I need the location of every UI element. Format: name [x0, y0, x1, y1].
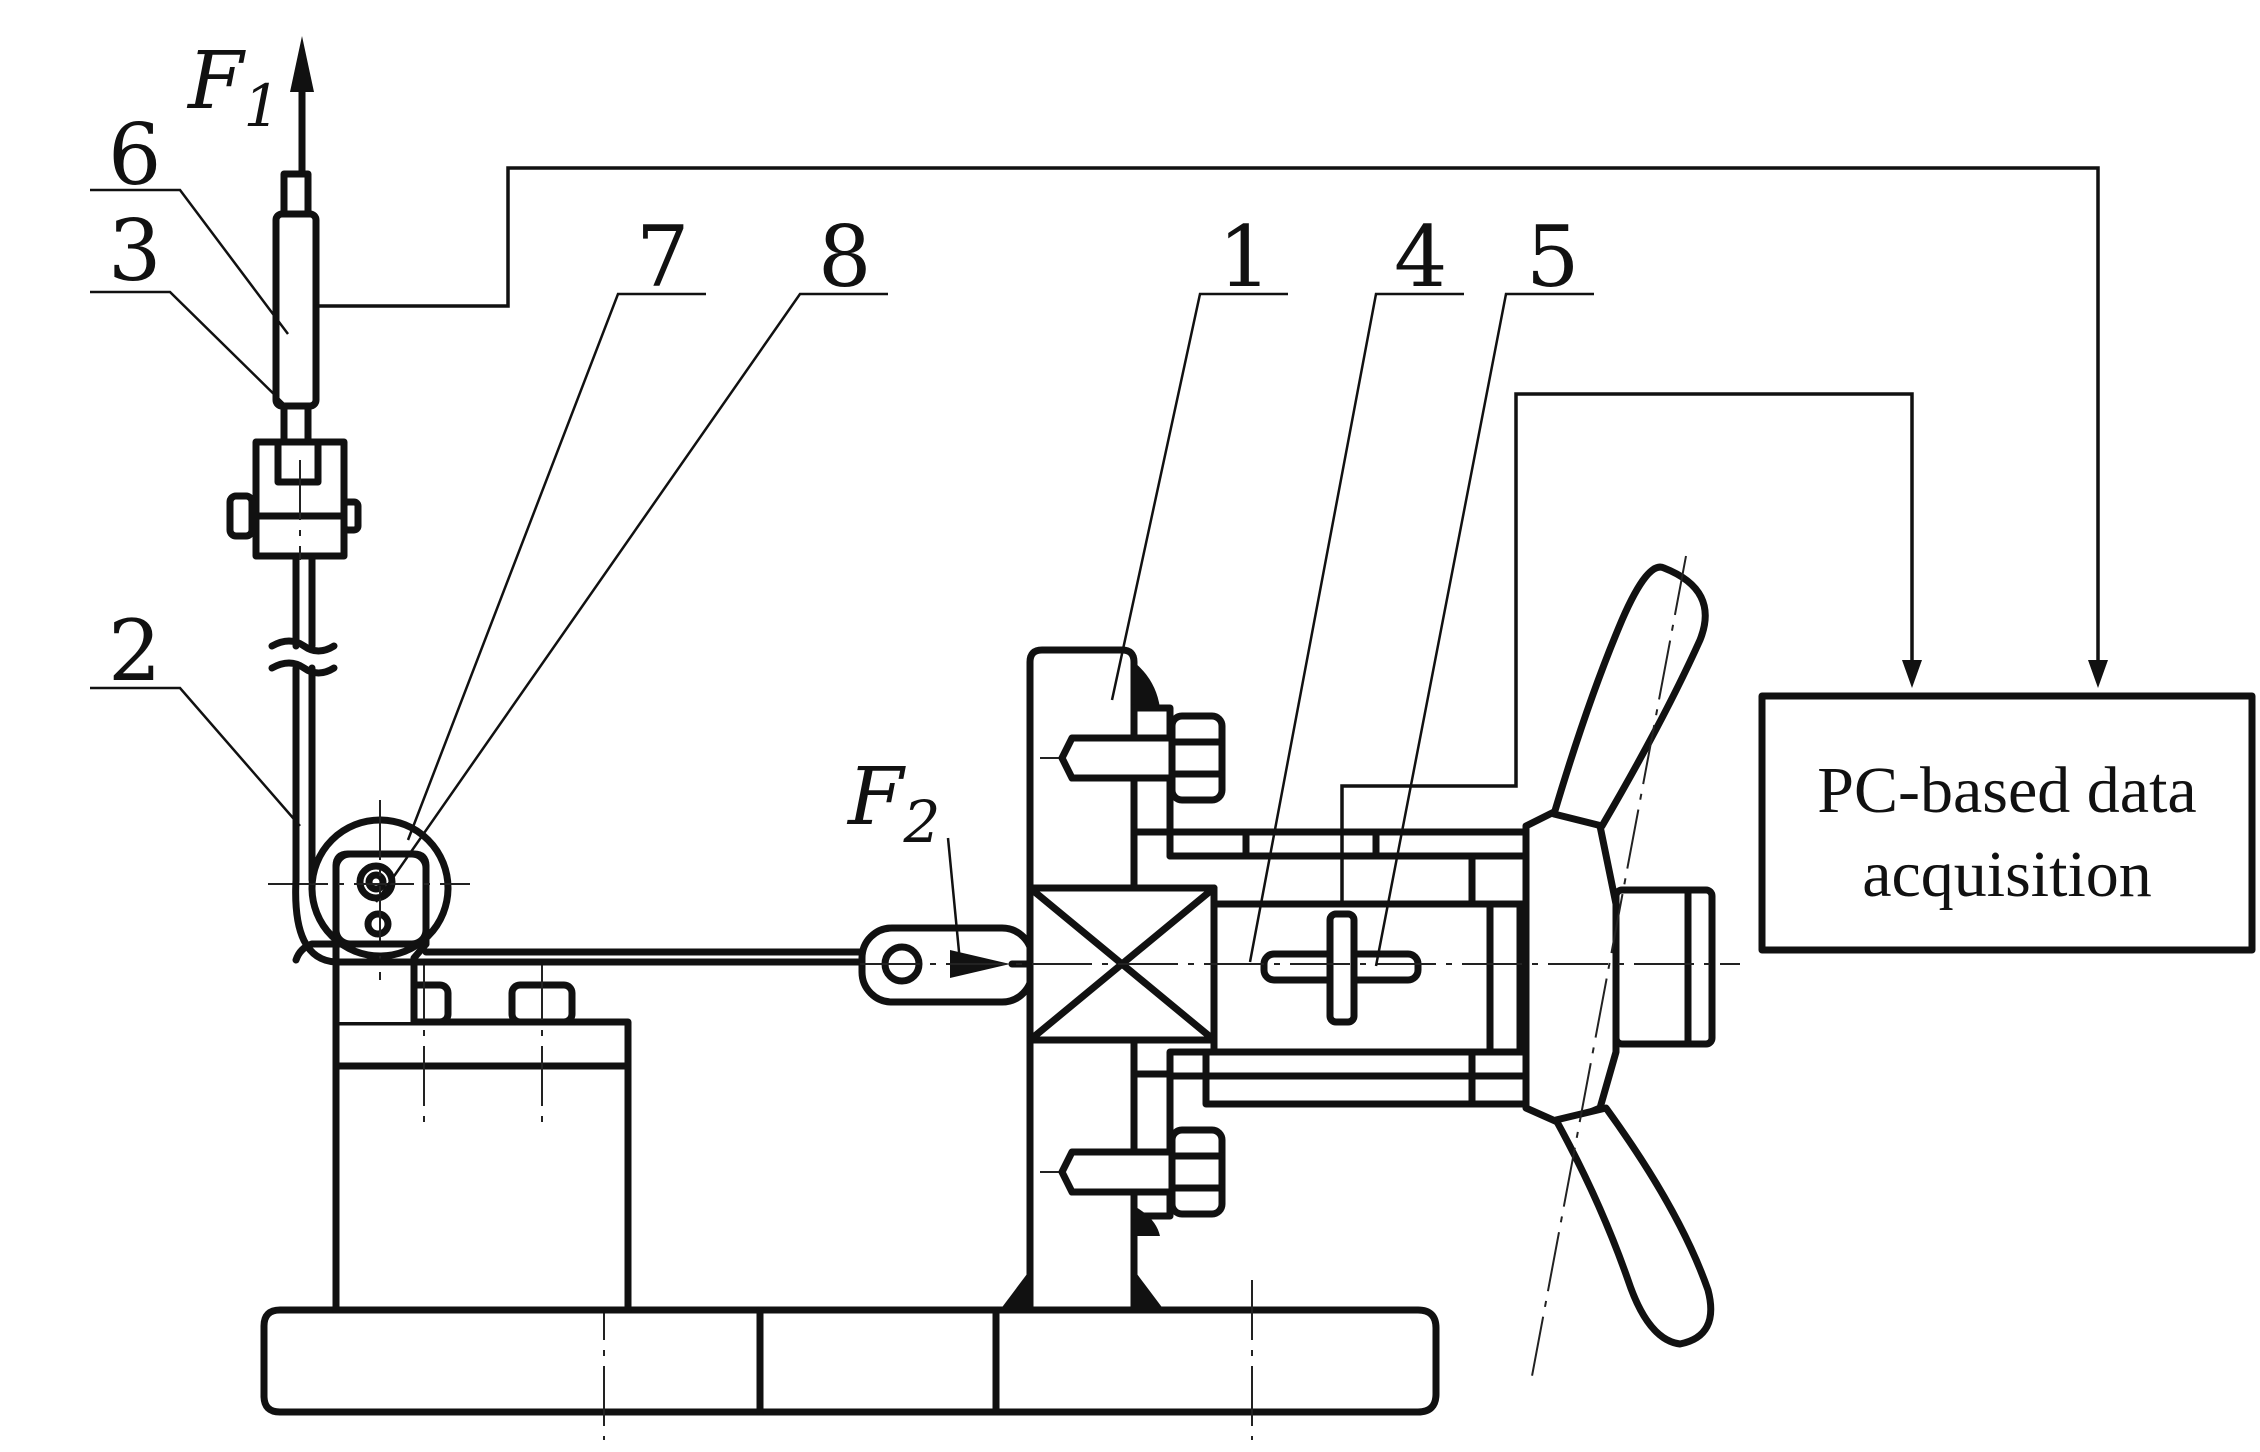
- force-f1-label: F1: [186, 34, 280, 140]
- label-4: 4: [1394, 208, 1447, 306]
- part-labels: 6 3 2 7 8 1 4 5: [108, 106, 1579, 700]
- label-2: 2: [108, 602, 161, 700]
- label-3: 3: [108, 202, 161, 300]
- tension-rod: [858, 837, 1036, 1006]
- left-support-block: [332, 960, 632, 1314]
- svg-text:F1: F1: [186, 34, 280, 140]
- svg-text:F2: F2: [846, 750, 940, 856]
- hand-wheel: [1522, 563, 1716, 1348]
- mounting-bolts: [1058, 712, 1226, 1218]
- label-8: 8: [818, 208, 871, 306]
- force-sensor-top: [272, 36, 320, 446]
- force-f2-label: F2: [846, 750, 940, 856]
- pc-box-line1: PC-based data: [1817, 754, 2196, 827]
- label-6: 6: [108, 106, 161, 204]
- lead-screw: [1210, 900, 1524, 1056]
- leader-lines: [90, 188, 1594, 967]
- label-5: 5: [1526, 208, 1579, 306]
- pc-data-acquisition-box: PC-based data acquisition: [1758, 692, 2256, 954]
- pc-box-line2: acquisition: [1862, 838, 2152, 911]
- signal-wires: [316, 166, 2108, 906]
- label-7: 7: [636, 208, 689, 306]
- label-1: 1: [1218, 208, 1271, 306]
- center-lines: [860, 555, 1740, 1377]
- base-plate: [260, 1280, 1440, 1440]
- cable-and-clamp: [226, 438, 868, 966]
